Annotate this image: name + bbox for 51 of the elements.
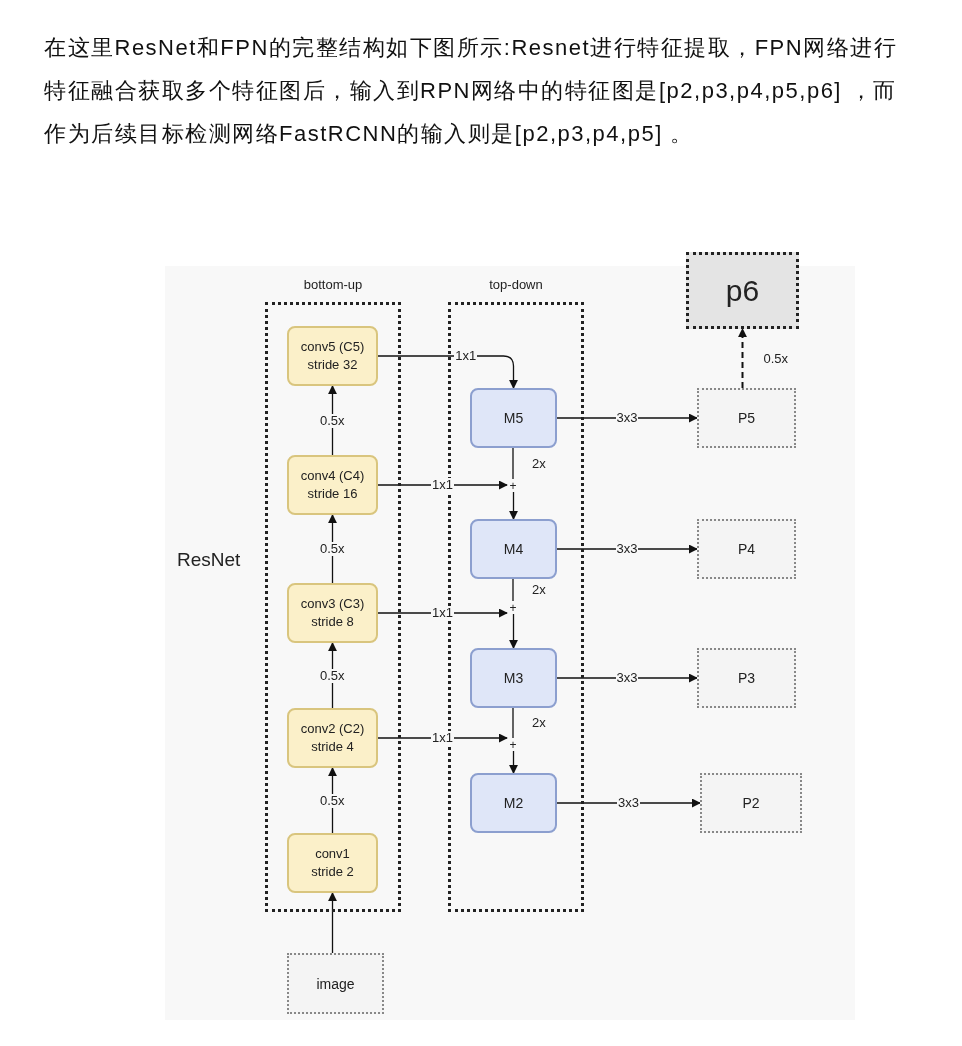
paragraph: 在这里ResNet和FPN的完整结构如下图所示:Resnet进行特征提取，FPN网络进行特征融合获取多个特征图后，输入到RPN网络中的特征图是[p2,p3,p4,p5,p6] ，而作为后续目标检测网络FastRCNN的输入则是[p2,p3,p4,p5] 。: [44, 34, 899, 148]
edge-label: 0.5x: [762, 351, 790, 366]
arrow: [556, 673, 698, 683]
edge-label: 2x: [531, 583, 547, 597]
edge-label: 3x3: [617, 796, 640, 810]
arrow: [509, 750, 518, 774]
arrow: [556, 413, 698, 423]
layer-box: conv5 (C5) stride 32: [287, 326, 378, 386]
input-box: image: [287, 953, 384, 1014]
edge-label: 3x3: [615, 542, 639, 556]
connector-line: [512, 707, 514, 739]
edge-label: 1x1: [431, 478, 454, 492]
output-box: P5: [697, 388, 796, 448]
layer-box: conv1 stride 2: [287, 833, 378, 893]
arrow: [377, 733, 508, 743]
edge-label: 2x: [531, 716, 547, 730]
merge-box: M4: [470, 519, 557, 579]
arrow: [556, 544, 698, 554]
arrow: [328, 892, 337, 954]
merge-box: M2: [470, 773, 557, 833]
edge-label: 2x: [531, 456, 547, 471]
plus-sign: +: [507, 738, 519, 751]
connector-line: [512, 578, 514, 602]
output-box: P3: [697, 648, 796, 708]
edge-label: 1x1: [431, 606, 454, 620]
output-box: P4: [697, 519, 796, 579]
output-box: p6: [686, 252, 799, 329]
arrow: [556, 798, 701, 808]
group-heading: top-down: [488, 277, 544, 292]
arrow: [377, 355, 518, 389]
plus-sign: +: [507, 479, 519, 492]
arrow: [509, 613, 518, 649]
layer-box: conv4 (C4) stride 16: [287, 455, 378, 515]
layer-box: conv2 (C2) stride 4: [287, 708, 378, 768]
edge-label: 3x3: [615, 411, 639, 425]
layer-box: conv3 (C3) stride 8: [287, 583, 378, 643]
group-heading: bottom-up: [302, 277, 364, 292]
connector-line: [512, 447, 514, 480]
arrow: [377, 480, 508, 490]
arrow: [377, 608, 508, 618]
merge-box: M3: [470, 648, 557, 708]
arrow: [738, 328, 747, 389]
edge-label: 1x1: [454, 349, 478, 363]
edge-label: 0.5x: [319, 542, 346, 556]
merge-box: M5: [470, 388, 557, 448]
output-box: P2: [700, 773, 802, 833]
edge-label: 1x1: [431, 731, 454, 745]
edge-label: 3x3: [615, 671, 639, 685]
arrow: [509, 491, 518, 520]
plus-sign: +: [507, 601, 519, 614]
side-label: ResNet: [177, 549, 241, 571]
